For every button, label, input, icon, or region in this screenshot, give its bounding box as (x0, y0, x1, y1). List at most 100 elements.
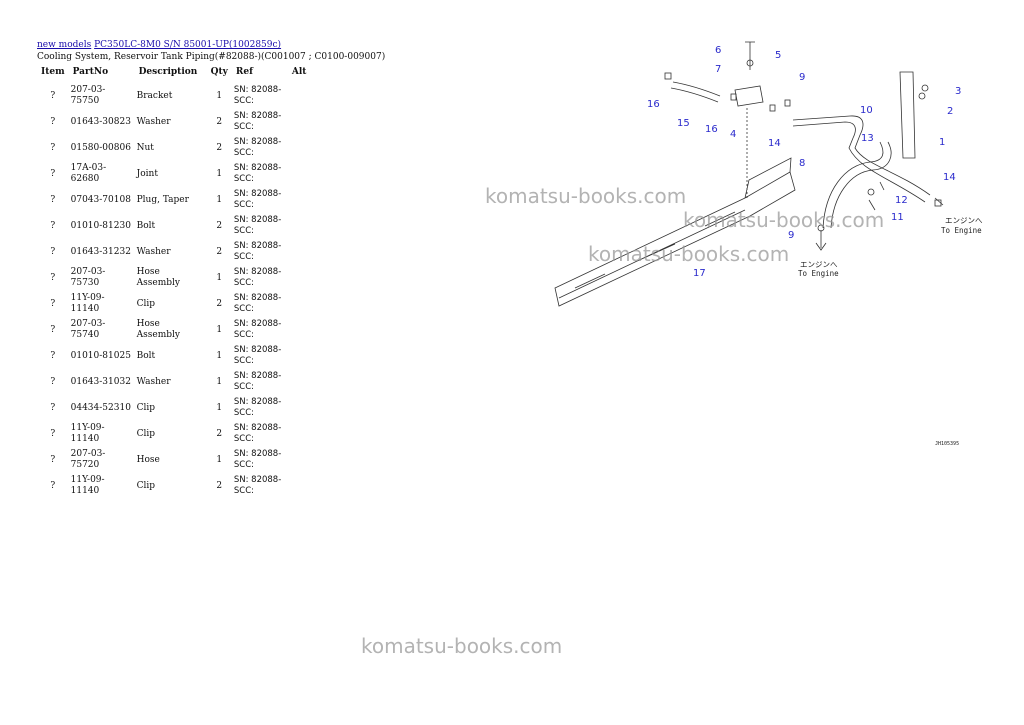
row-item: ? (50, 298, 56, 309)
breadcrumb: new models PC350LC-8M0 S/N 85001-UP(1002… (37, 40, 281, 50)
callout-16: 16 (647, 99, 660, 110)
callout-1: 1 (939, 137, 945, 148)
row-qty: 2 (216, 480, 223, 491)
callout-6: 6 (715, 45, 721, 56)
row-item: ? (50, 194, 56, 205)
row-ref: SN: 82088-SCC: (232, 369, 288, 395)
row-description: Joint (136, 168, 158, 179)
row-ref-sn: SN: 82088- (233, 423, 282, 433)
row-ref: SN: 82088-SCC: (232, 395, 288, 421)
row-ref: SN: 82088-SCC: (232, 83, 288, 109)
callout-3: 3 (955, 86, 961, 97)
row-item: ? (50, 324, 56, 335)
row-partno: 01010-81230 (70, 220, 131, 231)
row-item: ? (50, 168, 56, 179)
row-ref-scc: SCC: (233, 460, 254, 470)
callout-14b: 14 (943, 172, 956, 183)
table-row: ? 17A-03-62680 Joint 1 SN: 82088-SCC: (37, 161, 310, 187)
row-ref: SN: 82088-SCC: (232, 109, 288, 135)
watermark: komatsu-books.com (588, 242, 790, 266)
row-alt (288, 83, 311, 109)
row-description: Nut (136, 142, 154, 153)
row-ref: SN: 82088-SCC: (232, 239, 288, 265)
row-partno: 207-03-75730 (70, 267, 106, 288)
row-qty: 1 (216, 376, 223, 387)
row-ref-scc: SCC: (233, 226, 254, 236)
callout-2: 2 (947, 106, 953, 117)
row-ref-scc: SCC: (233, 304, 254, 314)
row-description: Bracket (136, 90, 173, 101)
row-qty: 2 (216, 116, 223, 127)
row-qty: 1 (216, 194, 223, 205)
row-ref: SN: 82088-SCC: (232, 317, 288, 343)
drawing-code: JH105395 (935, 441, 959, 447)
row-description: Clip (136, 428, 156, 439)
row-ref-scc: SCC: (233, 330, 254, 340)
row-description: Washer (136, 246, 171, 257)
row-qty: 2 (216, 142, 223, 153)
callout-12: 12 (895, 195, 908, 206)
row-ref: SN: 82088-SCC: (232, 213, 288, 239)
row-qty: 1 (216, 350, 223, 361)
engine-label-en: To Engine (798, 269, 839, 278)
table-header-row: Item PartNo Description Qty Ref Alt (37, 65, 310, 83)
row-ref-scc: SCC: (233, 408, 254, 418)
row-alt (288, 447, 311, 473)
row-description: Clip (136, 480, 156, 491)
row-ref-sn: SN: 82088- (233, 449, 282, 459)
row-description: Bolt (136, 220, 156, 231)
row-ref-sn: SN: 82088- (233, 215, 282, 225)
row-alt (288, 239, 311, 265)
row-partno: 01580-00806 (70, 142, 131, 153)
row-description: Washer (136, 116, 171, 127)
header-alt: Alt (291, 67, 307, 77)
callout-4: 4 (730, 129, 736, 140)
page-title: Cooling System, Reservoir Tank Piping(#8… (37, 52, 386, 62)
row-item: ? (50, 350, 56, 361)
row-qty: 1 (216, 272, 223, 283)
row-item: ? (50, 272, 56, 283)
parts-diagram: 6 5 7 9 16 15 16 4 14 10 3 2 1 13 8 14 1… (554, 41, 983, 447)
row-ref-sn: SN: 82088- (233, 345, 282, 355)
row-partno: 11Y-09-11140 (70, 293, 105, 314)
callout-13: 13 (861, 133, 874, 144)
row-ref-scc: SCC: (233, 252, 254, 262)
header-partno: PartNo (72, 67, 109, 77)
header-description: Description (138, 67, 198, 77)
row-item: ? (50, 220, 56, 231)
row-ref-sn: SN: 82088- (233, 85, 282, 95)
row-partno: 207-03-75740 (70, 319, 106, 340)
row-ref-scc: SCC: (233, 356, 254, 366)
row-ref-sn: SN: 82088- (233, 371, 282, 381)
row-ref: SN: 82088-SCC: (232, 421, 288, 447)
row-ref-sn: SN: 82088- (233, 397, 282, 407)
row-qty: 1 (216, 168, 223, 179)
callout-10: 10 (860, 105, 873, 116)
callout-11: 11 (891, 212, 904, 223)
row-partno: 17A-03-62680 (70, 163, 107, 184)
engine-label-jp: エンジンへ (800, 260, 838, 269)
breadcrumb-link-new-models[interactable]: new models (37, 40, 92, 50)
row-ref-scc: SCC: (233, 174, 254, 184)
header-ref: Ref (235, 67, 253, 77)
row-alt (288, 187, 311, 213)
row-ref-sn: SN: 82088- (233, 189, 282, 199)
row-alt (288, 161, 311, 187)
row-description: Washer (136, 376, 171, 387)
row-ref: SN: 82088-SCC: (232, 447, 288, 473)
row-item: ? (50, 116, 56, 127)
row-partno: 01643-31232 (70, 246, 131, 257)
row-ref-scc: SCC: (233, 434, 254, 444)
row-qty: 1 (216, 402, 223, 413)
breadcrumb-link-model[interactable]: PC350LC-8M0 S/N 85001-UP(1002859c) (94, 40, 282, 50)
watermark: komatsu-books.com (361, 634, 563, 658)
callout-16b: 16 (705, 124, 718, 135)
row-ref-sn: SN: 82088- (233, 163, 282, 173)
row-qty: 2 (216, 220, 223, 231)
row-ref-sn: SN: 82088- (233, 137, 282, 147)
